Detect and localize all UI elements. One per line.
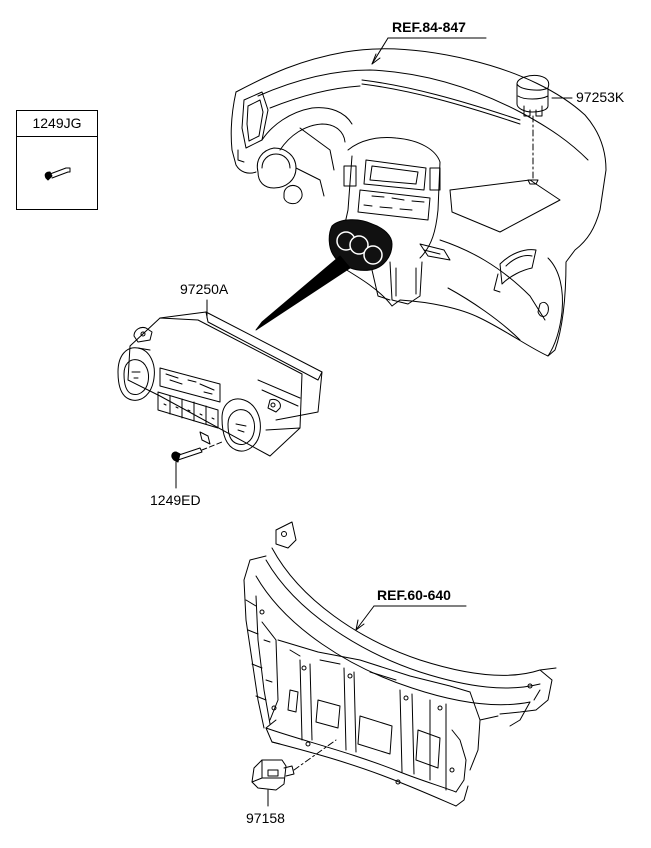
part-label-97250a[interactable]: 97250A bbox=[180, 281, 229, 297]
screw-1249ed bbox=[171, 441, 223, 489]
sensor-97253k bbox=[516, 75, 573, 185]
pointer-wedge bbox=[255, 255, 351, 331]
screw-1249jg bbox=[44, 167, 71, 181]
ref-dashboard-leader bbox=[371, 37, 487, 65]
part-label-1249ed[interactable]: 1249ED bbox=[150, 492, 201, 508]
climate-control-unit-97250a bbox=[117, 311, 323, 457]
ref-label-dashboard[interactable]: REF.84-847 bbox=[392, 19, 466, 35]
ref-carrier-leader bbox=[355, 605, 467, 631]
carrier-assembly bbox=[243, 521, 557, 807]
part-box-1249jg bbox=[16, 110, 98, 210]
part-label-97253k[interactable]: 97253K bbox=[576, 89, 625, 105]
sensor-97158 bbox=[251, 739, 337, 807]
part-label-97158[interactable]: 97158 bbox=[246, 810, 285, 826]
part-label-1249jg[interactable]: 1249JG bbox=[16, 110, 98, 137]
dashboard-panel bbox=[230, 48, 607, 357]
ref-label-carrier[interactable]: REF.60-640 bbox=[377, 587, 451, 603]
